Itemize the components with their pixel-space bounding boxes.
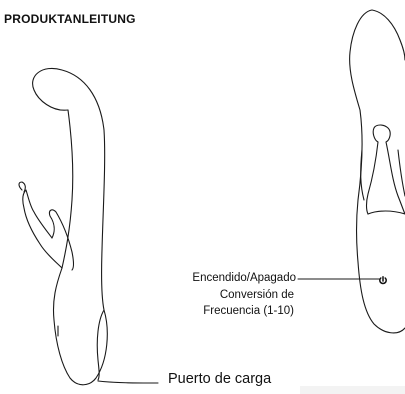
device-front-outline xyxy=(349,9,405,334)
device-side-handle-seam xyxy=(96,309,105,381)
device-front-view xyxy=(297,9,405,334)
charge-port-leader-line xyxy=(97,380,159,384)
device-front-center-arm xyxy=(372,124,405,215)
frequency-label-line1: Conversión de xyxy=(219,289,294,301)
device-front-side-curve-left xyxy=(360,149,365,201)
device-side-view xyxy=(18,68,159,386)
device-front-center-arm-left xyxy=(365,141,379,215)
power-label: Encendido/Apagado xyxy=(192,272,296,284)
device-side-head-detail xyxy=(61,109,74,269)
frequency-label: Conversión de Frecuencia (1-10) xyxy=(203,287,294,319)
device-front-side-curve-right xyxy=(397,149,405,197)
device-side-arm-tip xyxy=(18,181,26,193)
device-side-arm xyxy=(22,189,75,271)
device-front-outline-right xyxy=(371,9,405,61)
footer-shade xyxy=(300,386,405,394)
device-front-center-base xyxy=(367,210,405,215)
charge-port-label: Puerto de carga xyxy=(168,371,272,387)
device-side-shaft xyxy=(32,68,108,386)
frequency-label-line2: Frecuencia (1-10) xyxy=(203,305,294,317)
page-title: PRODUKTANLEITUNG xyxy=(4,12,136,26)
